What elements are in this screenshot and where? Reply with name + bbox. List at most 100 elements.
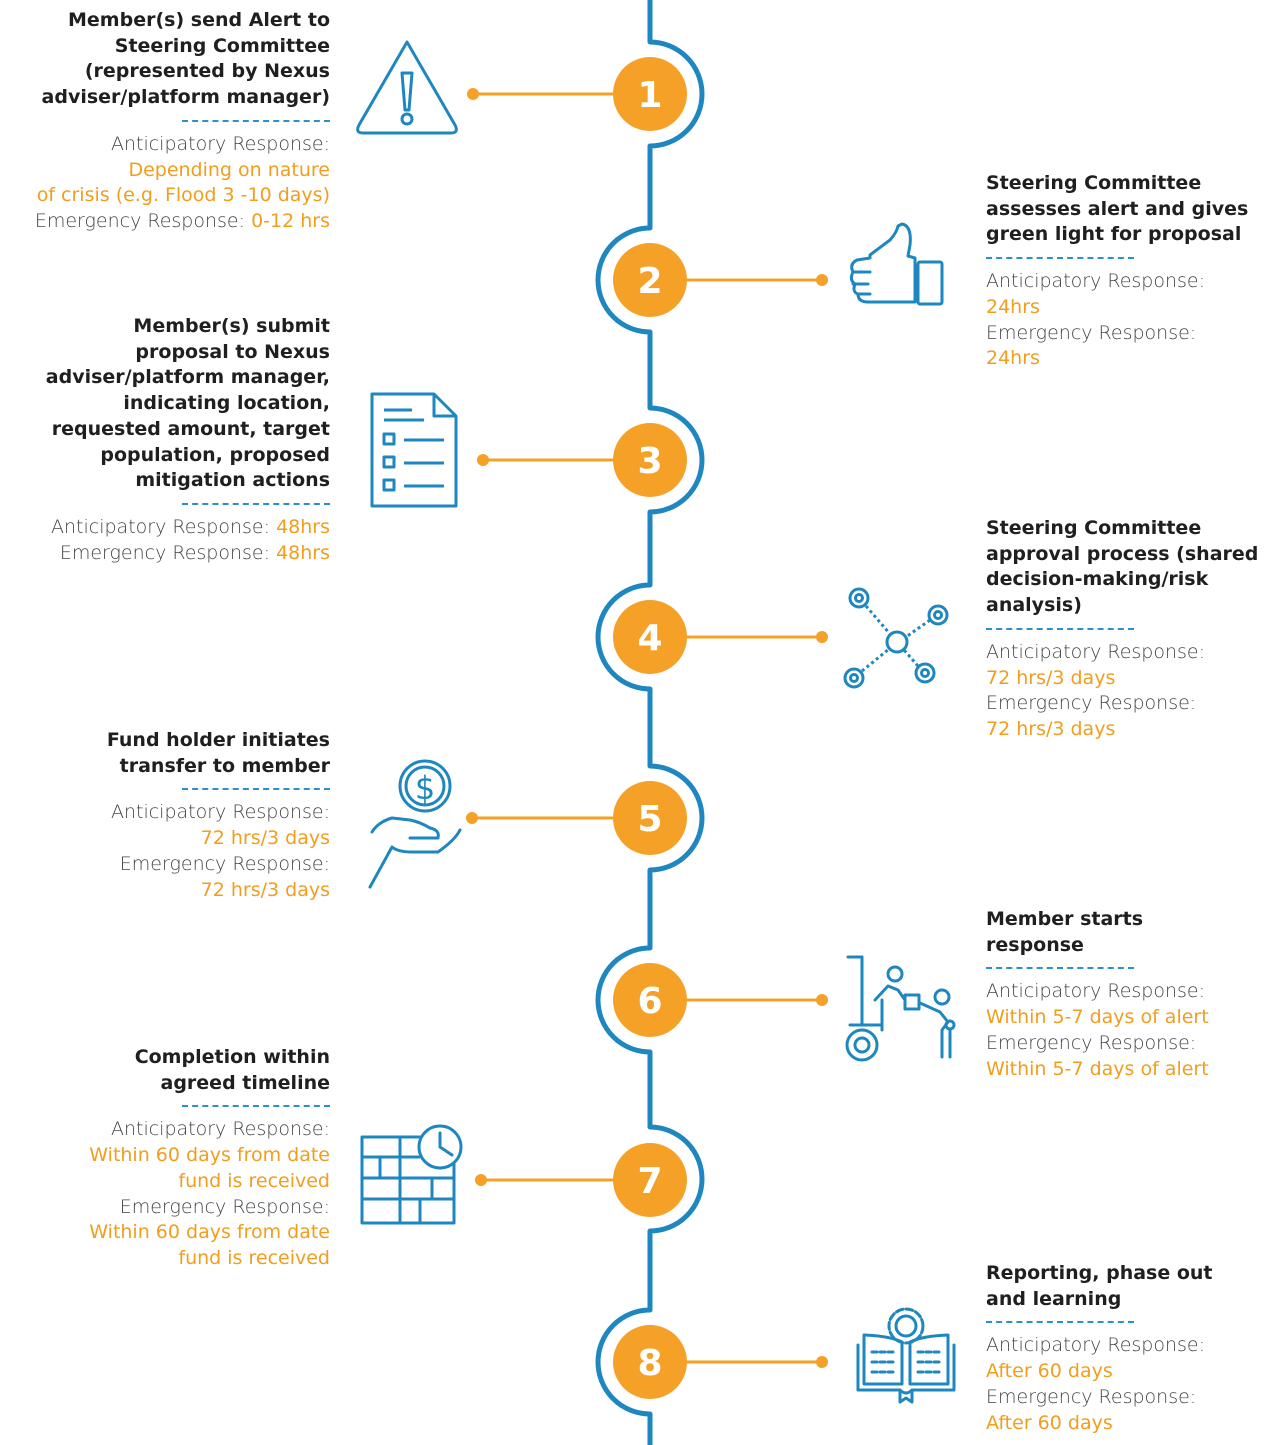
response-line: 72 hrs/3 days <box>986 717 1258 743</box>
delivery-worker-icon <box>845 955 956 1062</box>
step-circle-1 <box>613 57 687 131</box>
connector-dot-8 <box>816 1356 828 1368</box>
warning-icon <box>356 40 458 135</box>
response-duration: Within 60 days from date fund is receive… <box>89 1144 330 1192</box>
step-3-description: Member(s) submit proposal to Nexus advis… <box>0 314 330 566</box>
svg-text:$: $ <box>415 769 435 807</box>
response-duration: 0-12 hrs <box>251 209 330 232</box>
step-title: Steering Committee approval process (sha… <box>986 517 1259 617</box>
step-title: Member starts response <box>986 908 1144 956</box>
response-duration: Within 60 days from date fund is receive… <box>89 1221 330 1269</box>
response-line: After 60 days <box>986 1411 1213 1437</box>
step-number-2: 2 <box>637 261 662 302</box>
step-title: Member(s) submit proposal to Nexus advis… <box>45 315 330 492</box>
response-line: 24hrs <box>986 346 1248 372</box>
dashed-divider <box>182 502 330 505</box>
step-circle-8 <box>613 1325 687 1399</box>
response-duration: 24hrs <box>986 347 1040 370</box>
response-duration: 48hrs <box>276 541 330 564</box>
dashed-divider <box>986 967 1134 970</box>
response-duration: 72 hrs/3 days <box>200 827 330 850</box>
checklist-document-icon <box>370 392 458 508</box>
response-duration: After 60 days <box>986 1360 1113 1383</box>
response-duration: 72 hrs/3 days <box>200 878 330 901</box>
response-line: Anticipatory Response: <box>986 640 1258 666</box>
step-number-4: 4 <box>637 618 662 659</box>
response-line: Anticipatory Response: <box>986 269 1248 295</box>
response-label: Anticipatory Response: <box>51 515 277 538</box>
response-line: Within 5-7 days of alert <box>986 1057 1209 1083</box>
response-label: Anticipatory Response: <box>110 801 330 824</box>
thumbs-up-icon <box>849 222 944 306</box>
hand-money-icon: $ <box>368 759 462 889</box>
connector-dot-5 <box>466 812 478 824</box>
response-line: 72 hrs/3 days <box>0 878 330 904</box>
dashed-divider <box>182 119 330 122</box>
step-number-5: 5 <box>637 799 662 840</box>
dashed-divider <box>986 257 1134 260</box>
step-number-3: 3 <box>637 441 662 482</box>
step-circle-4 <box>613 600 687 674</box>
response-line: Anticipatory Response: <box>0 132 330 158</box>
step-number-8: 8 <box>637 1343 662 1384</box>
step-title: Completion within agreed timeline <box>134 1046 330 1094</box>
response-label: Anticipatory Response: <box>110 1118 330 1141</box>
response-label: Emergency Response: <box>119 852 330 875</box>
step-circle-7 <box>613 1143 687 1217</box>
response-duration: 72 hrs/3 days <box>986 717 1116 740</box>
response-duration: 24hrs <box>986 295 1040 318</box>
step-number-6: 6 <box>637 981 662 1022</box>
response-label: Emergency Response: <box>986 1385 1197 1408</box>
response-line: Emergency Response: <box>0 852 330 878</box>
response-label: Anticipatory Response: <box>986 640 1206 663</box>
response-line: Emergency Response: <box>986 1385 1213 1411</box>
response-duration: Within 5-7 days of alert <box>986 1057 1209 1080</box>
response-line: Within 5-7 days of alert <box>986 1005 1209 1031</box>
response-line: Within 60 days from date fund is receive… <box>0 1143 330 1194</box>
step-number-1: 1 <box>637 75 662 116</box>
response-label: Emergency Response: <box>986 1031 1197 1054</box>
response-line: Emergency Response: 48hrs <box>0 541 330 567</box>
step-circle-2 <box>613 243 687 317</box>
response-label: Anticipatory Response: <box>986 270 1206 293</box>
step-circle-6 <box>613 963 687 1037</box>
response-line: After 60 days <box>986 1359 1213 1385</box>
timeline-line <box>595 0 705 1445</box>
step-circle-3 <box>613 423 687 497</box>
step-2-description: Steering Committee assesses alert and gi… <box>986 171 1248 372</box>
response-label: Anticipatory Response: <box>986 1334 1206 1357</box>
response-line: Within 60 days from date fund is receive… <box>0 1220 330 1271</box>
response-line: 72 hrs/3 days <box>0 826 330 852</box>
step-number-7: 7 <box>637 1161 662 1202</box>
response-label: Emergency Response: <box>59 541 277 564</box>
response-line: Emergency Response: <box>986 1031 1209 1057</box>
response-label: Emergency Response: <box>986 692 1197 715</box>
step-title: Steering Committee assesses alert and gi… <box>986 172 1249 246</box>
response-line: Emergency Response: 0-12 hrs <box>0 209 330 235</box>
response-line: 72 hrs/3 days <box>986 666 1258 692</box>
connector-dot-4 <box>816 631 828 643</box>
step-5-description: Fund holder initiates transfer to member… <box>0 728 330 903</box>
response-line: Anticipatory Response: <box>0 1117 330 1143</box>
step-4-description: Steering Committee approval process (sha… <box>986 516 1258 743</box>
response-line: 24hrs <box>986 295 1248 321</box>
response-line: Anticipatory Response: 48hrs <box>0 515 330 541</box>
step-circle-5 <box>613 781 687 855</box>
book-gear-icon <box>856 1307 956 1404</box>
step-title: Fund holder initiates transfer to member <box>106 729 330 777</box>
response-line: Emergency Response: <box>986 321 1248 347</box>
response-line: Anticipatory Response: <box>0 800 330 826</box>
response-label: Emergency Response: <box>34 209 252 232</box>
dashed-divider <box>182 788 330 791</box>
dashed-divider <box>986 627 1134 630</box>
response-duration: After 60 days <box>986 1411 1113 1434</box>
dashed-divider <box>986 1321 1134 1324</box>
response-label: Emergency Response: <box>986 321 1197 344</box>
connector-dot-7 <box>475 1174 487 1186</box>
step-1-description: Member(s) send Alert to Steering Committ… <box>0 8 330 235</box>
schedule-clock-icon <box>360 1124 463 1225</box>
response-line: Anticipatory Response: <box>986 1333 1213 1359</box>
